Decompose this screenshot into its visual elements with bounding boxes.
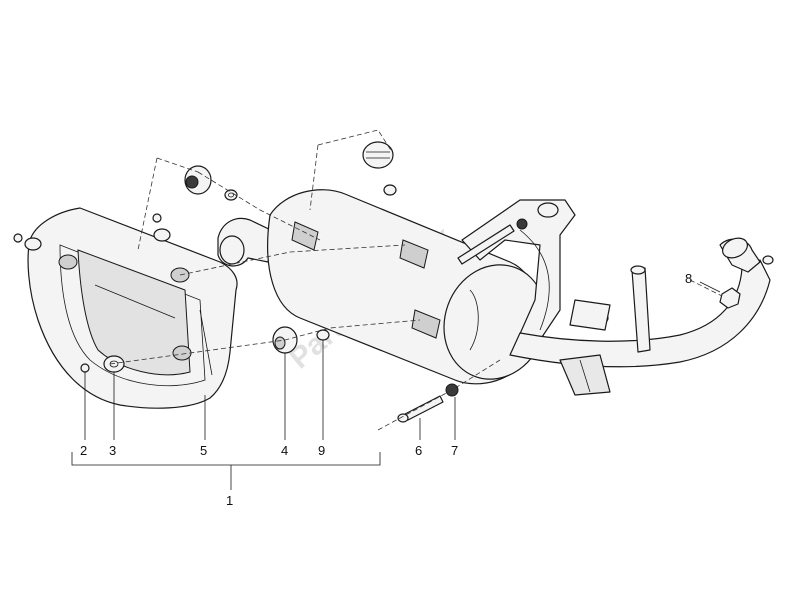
heat-shield — [27, 207, 238, 409]
callout-label-3: 3 — [109, 443, 116, 458]
muffler — [217, 189, 547, 385]
callout-label-1: 1 — [226, 493, 233, 508]
guide-lines — [109, 129, 723, 431]
callout-labels: 1 2 3 4 5 6 7 8 9 — [80, 271, 692, 508]
callout-label-7: 7 — [451, 443, 458, 458]
callout-label-9: 9 — [318, 443, 325, 458]
callout-label-5: 5 — [200, 443, 207, 458]
callout-label-6: 6 — [415, 443, 422, 458]
mounting-bracket — [461, 199, 611, 346]
callout-label-4: 4 — [281, 443, 288, 458]
exhaust-pipe — [509, 237, 774, 396]
callout-label-8: 8 — [685, 271, 692, 286]
callout-label-2: 2 — [80, 443, 87, 458]
small-parts — [13, 141, 741, 423]
leader-lines — [71, 281, 721, 490]
